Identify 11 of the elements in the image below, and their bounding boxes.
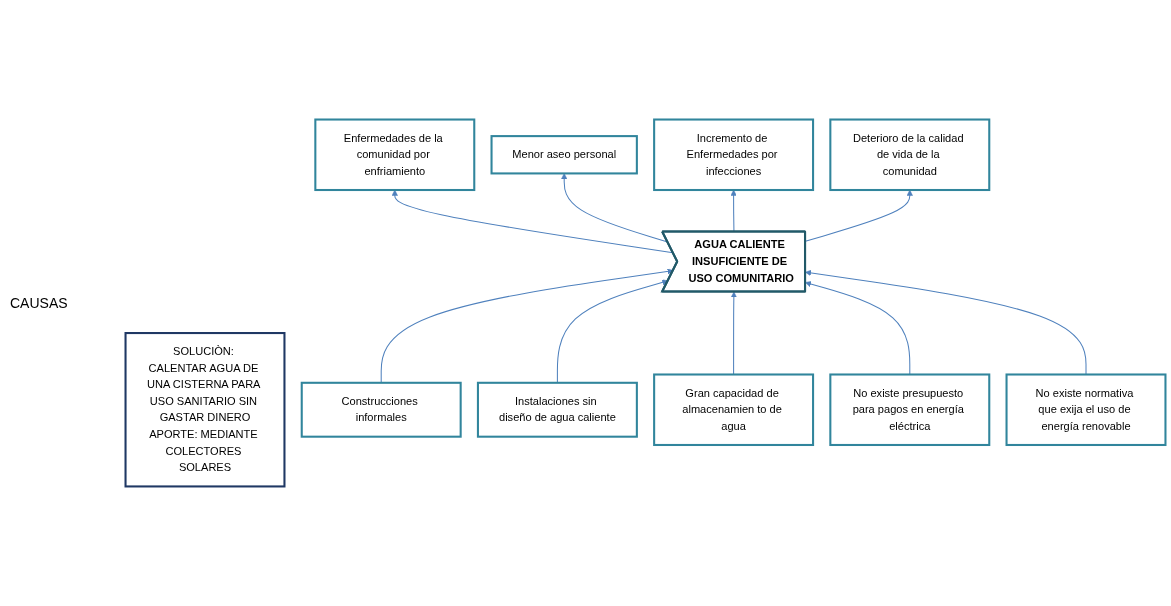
node-box: Instalaciones sin diseño de agua caliente <box>476 381 638 438</box>
node-box: Enfermedades de la comunidad por enfriamiento <box>314 118 476 192</box>
node-box: No existe presupuesto para pagos en energía eléctrica <box>829 373 991 447</box>
node-box: Deterioro de la calidad de vida de la comunidad <box>829 118 991 192</box>
node-box: Construcciones informales <box>300 381 462 438</box>
node-box: Menor aseo personal <box>490 135 638 175</box>
node-box: No existe normativa que exija el uso de energía renovable <box>1005 373 1167 447</box>
node-box: Gran capacidad de almacenamien to de agua <box>653 373 815 447</box>
node-box: SOLUCIÒN: CALENTAR AGUA DE UNA CISTERNA PARA USO SANITARIO SIN GASTAR DINERO APORTE: MEDIANTE COLECTORES SOLARES <box>124 332 286 488</box>
section-label: CAUSAS <box>10 295 69 311</box>
node-box: Incremento de Enfermedades por infecciones <box>653 118 815 192</box>
